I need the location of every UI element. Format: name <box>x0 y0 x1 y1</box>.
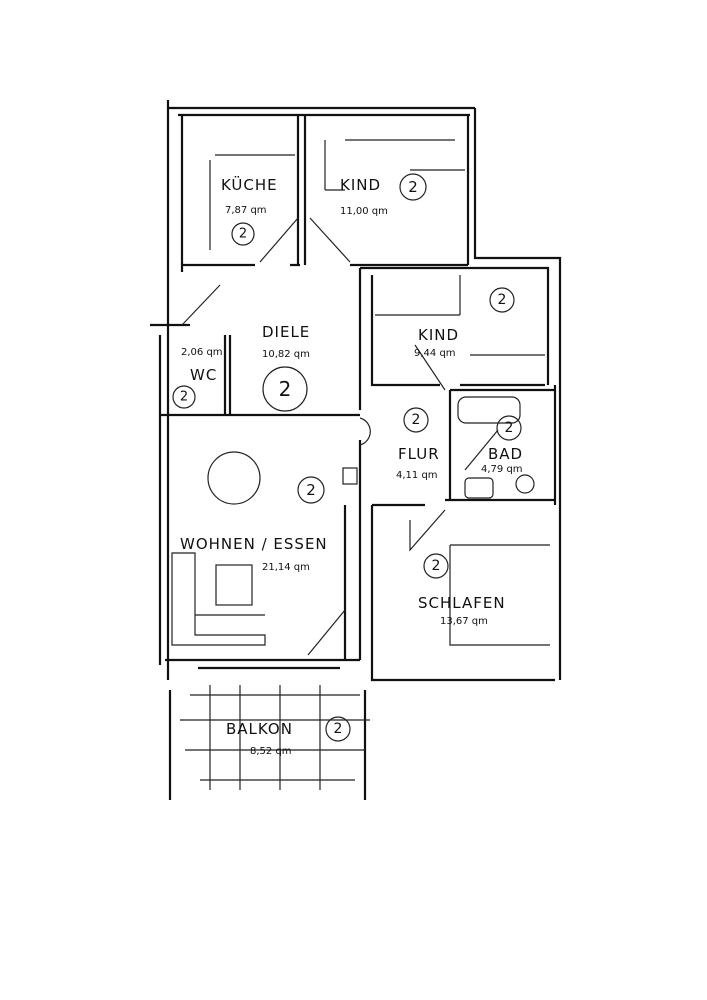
room-flur: FLUR 4,11 qm 2 <box>396 407 440 481</box>
room-name: KIND <box>340 176 381 194</box>
room-schlafen: SCHLAFEN 13,67 qm 2 <box>418 553 506 627</box>
room-name: FLUR <box>398 445 440 463</box>
room-name: BAD <box>488 445 523 463</box>
room-balkon: BALKON 8,52 qm 2 <box>226 716 351 757</box>
room-wohnen-essen: WOHNEN / ESSEN 21,14 qm 2 <box>180 476 328 573</box>
room-name: BALKON <box>226 720 293 738</box>
room-area: 7,87 qm <box>225 205 267 216</box>
room-area: 13,67 qm <box>440 616 488 627</box>
room-name: KÜCHE <box>221 175 278 194</box>
room-area: 11,00 qm <box>340 206 388 217</box>
room-area: 4,79 qm <box>481 464 523 475</box>
room-area: 8,52 qm <box>250 746 292 757</box>
room-badge: 2 <box>180 390 188 405</box>
room-badge: 2 <box>306 481 316 499</box>
room-kind2: KIND 9,44 qm 2 <box>414 287 515 359</box>
room-name: DIELE <box>262 323 310 341</box>
room-area: 21,14 qm <box>262 562 310 573</box>
room-badge: 2 <box>408 178 418 196</box>
room-bad: BAD 4,79 qm 2 <box>481 415 523 475</box>
room-kueche: KÜCHE 7,87 qm 2 <box>221 175 278 246</box>
walls <box>150 100 562 800</box>
room-area: 4,11 qm <box>396 470 438 481</box>
room-badge: 2 <box>432 558 441 574</box>
room-name: SCHLAFEN <box>418 594 506 612</box>
room-area: 2,06 qm <box>181 347 223 358</box>
room-badge: 2 <box>279 377 292 401</box>
room-name: KIND <box>418 326 459 344</box>
room-area: 9,44 qm <box>414 348 456 359</box>
room-badge: 2 <box>505 420 514 436</box>
room-kind1: KIND 11,00 qm 2 <box>340 173 427 217</box>
room-badge: 2 <box>498 292 507 308</box>
room-name: WC <box>190 366 217 384</box>
room-wc: 2,06 qm WC 2 <box>172 347 223 409</box>
room-area: 10,82 qm <box>262 349 310 360</box>
room-badge: 2 <box>412 412 421 428</box>
room-badge: 2 <box>334 721 343 737</box>
room-name: WOHNEN / ESSEN <box>180 535 328 553</box>
room-badge: 2 <box>239 227 247 242</box>
room-diele: DIELE 10,82 qm 2 <box>262 323 310 412</box>
